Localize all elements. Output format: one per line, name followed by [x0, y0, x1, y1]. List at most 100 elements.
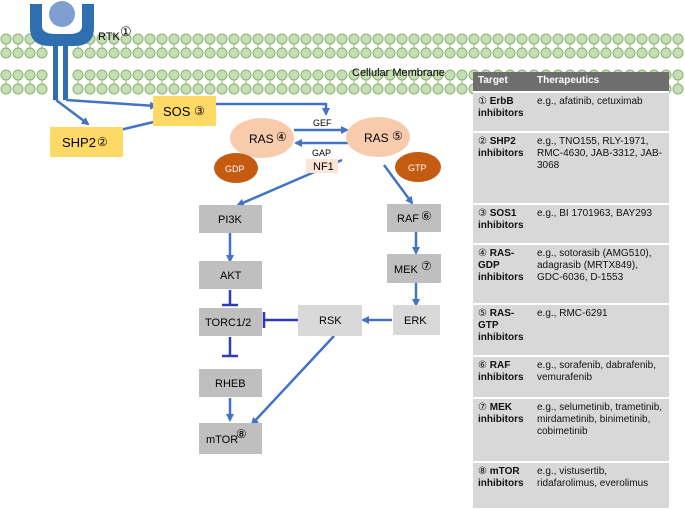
lipid-head: [204, 69, 216, 81]
lipid-head: [36, 47, 48, 59]
lipid-head: [564, 47, 576, 59]
lipid-head: [276, 83, 288, 95]
lipid-head: [660, 47, 672, 59]
lipid-head: [432, 47, 444, 59]
mek-box: [387, 254, 441, 283]
table-row: ⑦ MEK inhibitors e.g., selumetinib, tram…: [473, 399, 669, 463]
lipid-head: [324, 83, 336, 95]
lipid-head: [168, 83, 180, 95]
lipid-head: [120, 83, 132, 95]
lipid-head: [192, 69, 204, 81]
lipid-head: [516, 33, 528, 45]
lipid-head: [72, 69, 84, 81]
lipid-head: [144, 69, 156, 81]
lipid-head: [36, 83, 48, 95]
gef-label: GEF: [313, 118, 332, 128]
lipid-head: [240, 69, 252, 81]
lipid-head: [204, 83, 216, 95]
sos-label: SOS: [163, 104, 191, 119]
lipid-head: [504, 33, 516, 45]
rtk-transmembrane-left: [53, 44, 58, 100]
lipid-head: [384, 69, 396, 81]
row-target: SOS1 inhibitors: [478, 208, 524, 231]
lipid-head: [240, 47, 252, 59]
lipid-head: [276, 33, 288, 45]
lipid-head: [576, 47, 588, 59]
lipid-head: [156, 83, 168, 95]
ligand: [49, 1, 75, 27]
akt-label: AKT: [220, 270, 242, 282]
row-drugs: e.g., afatinib, cetuximab: [537, 96, 643, 107]
row-drugs: e.g., BI 1701963, BAY293: [537, 208, 652, 219]
lipid-head: [84, 47, 96, 59]
lipid-head: [120, 47, 132, 59]
lipid-head: [288, 47, 300, 59]
lipid-head: [168, 69, 180, 81]
lipid-head: [420, 83, 432, 95]
table-row: ⑧ mTOR inhibitors e.g., vistusertib, rid…: [473, 463, 669, 510]
raf-box: [387, 204, 441, 232]
lipid-head: [72, 47, 84, 59]
row-target: SHP2 inhibitors: [478, 136, 524, 159]
rtk-extracellular-domain: [30, 4, 94, 46]
lipid-head: [360, 33, 372, 45]
lipid-head: [96, 47, 108, 59]
lipid-head: [252, 69, 264, 81]
lipid-head: [396, 33, 408, 45]
shp2-box: [50, 127, 123, 157]
table-row: ① ErbB inhibitors e.g., afatinib, cetuxi…: [473, 93, 669, 133]
lipid-head: [372, 47, 384, 59]
lipid-head: [216, 47, 228, 59]
lipid-head: [372, 69, 384, 81]
nf1-box: [306, 159, 338, 173]
lipid-head: [0, 47, 12, 59]
lipid-head: [612, 33, 624, 45]
lipid-head: [300, 47, 312, 59]
lipid-head: [12, 69, 24, 81]
lipid-head: [432, 33, 444, 45]
ras-gtp-number: ⑤: [392, 129, 403, 143]
lipid-head: [672, 83, 684, 95]
lipid-head: [252, 33, 264, 45]
ras-gtp-oval: [346, 117, 410, 157]
lipid-head: [552, 33, 564, 45]
table-row: ② SHP2 inhibitors e.g., TNO155, RLY-1971…: [473, 133, 669, 205]
row-target: RAS-GDP inhibitors: [478, 248, 524, 283]
lipid-head: [420, 33, 432, 45]
lipid-head: [372, 33, 384, 45]
lipid-head: [264, 47, 276, 59]
row-target: ErbB inhibitors: [478, 96, 524, 119]
lipid-head: [588, 47, 600, 59]
lipid-head: [192, 83, 204, 95]
lipid-head: [72, 83, 84, 95]
inhibitor-table: Target Therapeutics ① ErbB inhibitors e.…: [473, 72, 669, 510]
rtk-receptor: [30, 1, 94, 100]
lipid-head: [492, 33, 504, 45]
row-drugs: e.g., selumetinib, trametinib, mirdameti…: [537, 402, 663, 437]
lipid-head: [420, 47, 432, 59]
row-drugs: e.g., sorafenib, dabrafenib, vemurafenib: [537, 360, 656, 383]
gap-label: GAP: [312, 148, 331, 158]
lipid-head: [144, 83, 156, 95]
lipid-head: [216, 83, 228, 95]
gdp-label: GDP: [225, 164, 245, 174]
lipid-head: [228, 69, 240, 81]
erk-label: ERK: [404, 315, 427, 327]
lipid-head: [96, 33, 108, 45]
lipid-head: [12, 83, 24, 95]
lipid-head: [120, 69, 132, 81]
lipid-head: [192, 47, 204, 59]
lipid-head: [288, 69, 300, 81]
lipid-head: [348, 69, 360, 81]
header-target: Target: [478, 75, 508, 86]
mek-label: MEK: [394, 264, 419, 276]
torc-box: [199, 308, 262, 336]
lipid-head: [624, 33, 636, 45]
lipid-head: [312, 33, 324, 45]
row-number: ①: [478, 96, 487, 107]
lipid-head: [456, 69, 468, 81]
ras-gdp-oval: [230, 118, 294, 158]
lipid-head: [144, 47, 156, 59]
lipid-head: [552, 47, 564, 59]
lipid-head: [408, 47, 420, 59]
